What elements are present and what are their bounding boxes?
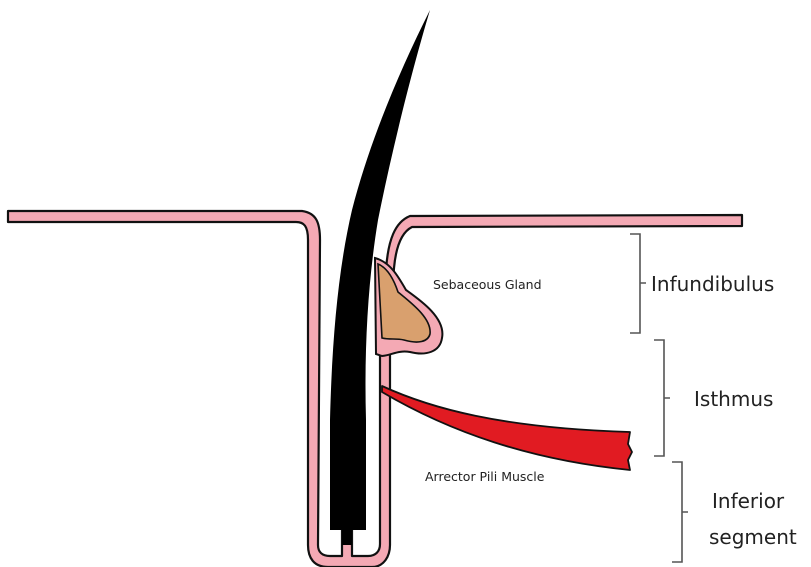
label-sebaceous-gland: Sebaceous Gland (433, 277, 542, 292)
label-inferior-line2: segment (709, 525, 797, 549)
label-isthmus: Isthmus (694, 387, 773, 411)
bracket-infundibulus (630, 234, 646, 333)
bracket-isthmus (654, 340, 670, 456)
label-infundibulus: Infundibulus (651, 272, 774, 296)
arrector-pili-muscle (382, 386, 632, 470)
label-arrector-pili-muscle: Arrector Pili Muscle (425, 469, 545, 484)
bracket-inferior-segment (672, 462, 688, 562)
label-inferior-line1: Inferior (712, 489, 785, 513)
